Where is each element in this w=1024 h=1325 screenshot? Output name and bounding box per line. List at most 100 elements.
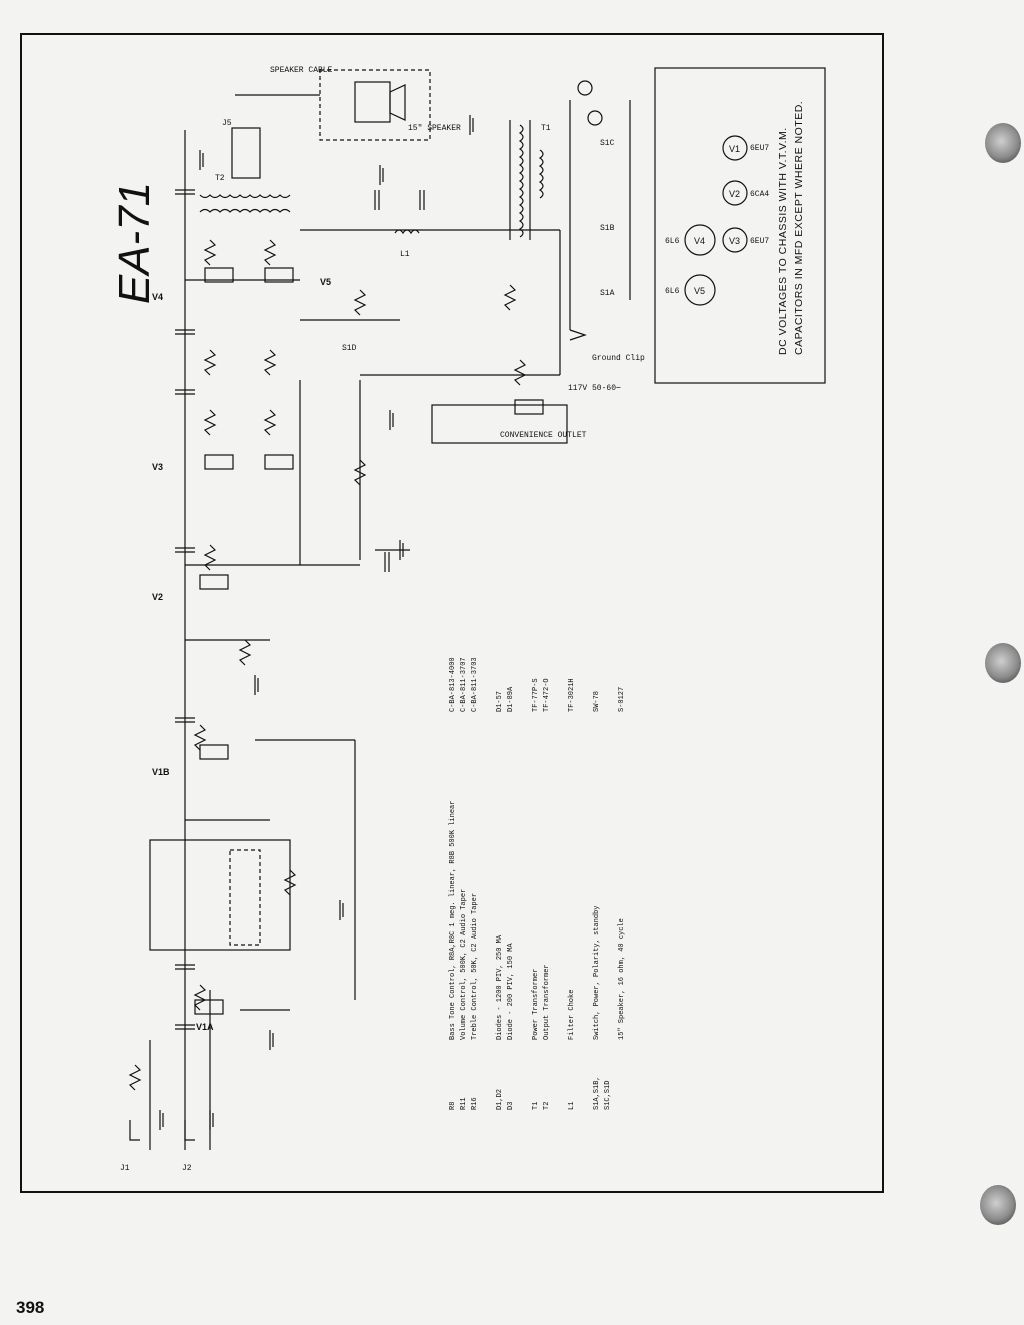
v1a-tube: [194, 999, 224, 1015]
part-description: Volume Control, 500K, C2 Audio Taper: [460, 888, 468, 1040]
part-ref: S1C,S1D: [604, 1080, 612, 1110]
v3-tube-b: [264, 454, 294, 470]
tube-label-v4: V4: [152, 292, 163, 302]
coupling-capacitors: [175, 189, 425, 1030]
tube-label-v1b: V1B: [152, 767, 170, 777]
parts-list-numbers: C-BA-813-4000 C-BA-811-3707 C-BA-811-370…: [448, 657, 628, 712]
part-ref: R16: [471, 1097, 479, 1110]
part-number: SW-78: [593, 690, 601, 712]
switch-label-s1a: S1A: [600, 289, 615, 298]
part-description: Bass Tone Control, R8A,R8C 1 meg. linear…: [449, 800, 457, 1040]
tube-socket-v2: [722, 180, 748, 206]
tube-label-v3: V3: [152, 462, 163, 472]
tube-type-v5: 6L6: [665, 287, 680, 296]
part-description: 15" Speaker, 16 ohm, 40 cycle: [618, 918, 626, 1040]
tube-label-v2: V2: [152, 592, 163, 602]
choke-label-l1: L1: [400, 250, 410, 259]
v1b-tube: [199, 744, 229, 760]
filter-choke-l1: [394, 229, 420, 235]
convenience-outlet-box: [431, 404, 568, 444]
switch-label-s1d: S1D: [342, 344, 357, 353]
part-ref: D1,D2: [496, 1088, 504, 1110]
punch-hole-top: [985, 123, 1021, 163]
tube-type-v3: 6EU7: [750, 237, 769, 246]
punch-hole-middle: [985, 643, 1021, 683]
output-transformer-t2: [199, 127, 291, 213]
v3-tube-a: [204, 454, 234, 470]
outlet-label: CONVENIENCE OUTLET: [500, 431, 587, 440]
v2-tube: [199, 574, 229, 590]
part-number: TF-472-O: [543, 678, 551, 712]
tube-type-v1: 6EU7: [750, 144, 769, 153]
part-ref: S1A,S1B,: [593, 1076, 601, 1110]
fuse-icon: [587, 110, 603, 126]
part-number: D1-89A: [507, 686, 515, 712]
tone-stack: [149, 839, 291, 951]
speaker-cone-icon: [389, 84, 406, 121]
speaker-cable-label: SPEAKER CABLE: [270, 66, 333, 75]
speaker-frame: [354, 81, 391, 123]
tube-socket-label-v3: V3: [729, 236, 740, 246]
tube-label-v5: V5: [320, 277, 331, 287]
part-description: Treble Control, 50K, C2 Audio Taper: [471, 892, 479, 1040]
jack-label-j5: J5: [222, 119, 232, 128]
tube-socket-label-v2: V2: [729, 189, 740, 199]
tube-socket-label-v5: V5: [694, 286, 705, 296]
tube-type-v4: 6L6: [665, 237, 680, 246]
ground-clip-icon: [569, 329, 587, 341]
part-ref: R8: [449, 1101, 457, 1110]
part-ref: D3: [507, 1101, 515, 1110]
part-number: S-0127: [618, 686, 626, 712]
v5-tube: [264, 267, 294, 283]
part-description: Output Transformer: [543, 964, 551, 1040]
outlet-icon: [514, 399, 544, 415]
speaker-label: 15" SPEAKER: [408, 124, 461, 133]
part-ref: T1: [532, 1101, 540, 1110]
resistors: [128, 239, 527, 1091]
schematic-border: [20, 33, 884, 1193]
transformer-label-t2: T2: [215, 174, 225, 183]
tube-layout-box: [654, 67, 826, 384]
parts-list-descriptions: Bass Tone Control, R8A,R8C 1 meg. linear…: [448, 801, 628, 1040]
ground-clip-label: Ground Clip: [592, 354, 645, 363]
speaker-box: [319, 69, 431, 141]
input-jack-j2-icon: [184, 1120, 195, 1141]
part-number: D1-57: [496, 690, 504, 712]
ac-line-label: 117V 50-60∼: [568, 384, 621, 393]
power-transformer-t1: [509, 120, 544, 240]
tube-label-v1a: V1A: [196, 1022, 214, 1032]
punch-hole-bottom: [980, 1185, 1016, 1225]
input-jack-j1-icon: [129, 1120, 140, 1141]
part-number: C-BA-813-4000: [449, 657, 457, 712]
bass-control-gang: [229, 849, 261, 946]
tube-socket-label-v1: V1: [729, 144, 740, 154]
tube-socket-v1: [722, 135, 748, 161]
tube-socket-v3: [722, 227, 748, 253]
parts-list-refs: R8 R11 R16 D1,D2 D3 T1 T2 L1 S1A,S1B, S1…: [448, 1076, 614, 1110]
tube-socket-v5: [684, 274, 716, 306]
tube-socket-label-v4: V4: [694, 236, 705, 246]
part-number: C-BA-811-3707: [460, 657, 468, 712]
part-description: Diode - 200 PIV, 150 MA: [507, 943, 515, 1040]
part-description: Power Transformer: [532, 968, 540, 1040]
part-description: Diodes - 1200 PIV, 250 MA: [496, 934, 504, 1040]
page-number: 398: [16, 1298, 45, 1317]
switch-label-s1c: S1C: [600, 139, 615, 148]
part-ref: R11: [460, 1097, 468, 1110]
part-description: Switch, Power, Polarity, standby: [593, 905, 601, 1040]
ground-symbols: [159, 115, 474, 1130]
part-ref: L1: [568, 1101, 576, 1110]
tube-type-v2: 6CA4: [750, 190, 769, 199]
switch-label-s1b: S1B: [600, 224, 615, 233]
v4-tube: [204, 267, 234, 283]
speaker-jack-j5: [231, 127, 261, 179]
transformer-label-t1: T1: [541, 124, 551, 133]
part-description: Filter Choke: [568, 989, 576, 1040]
part-number: TF-77P-S: [532, 678, 540, 712]
jack-label-j1: J1: [120, 1164, 130, 1173]
jack-label-j2: J2: [182, 1164, 192, 1173]
part-number: C-BA-811-3703: [471, 657, 479, 712]
part-ref: T2: [543, 1101, 551, 1110]
